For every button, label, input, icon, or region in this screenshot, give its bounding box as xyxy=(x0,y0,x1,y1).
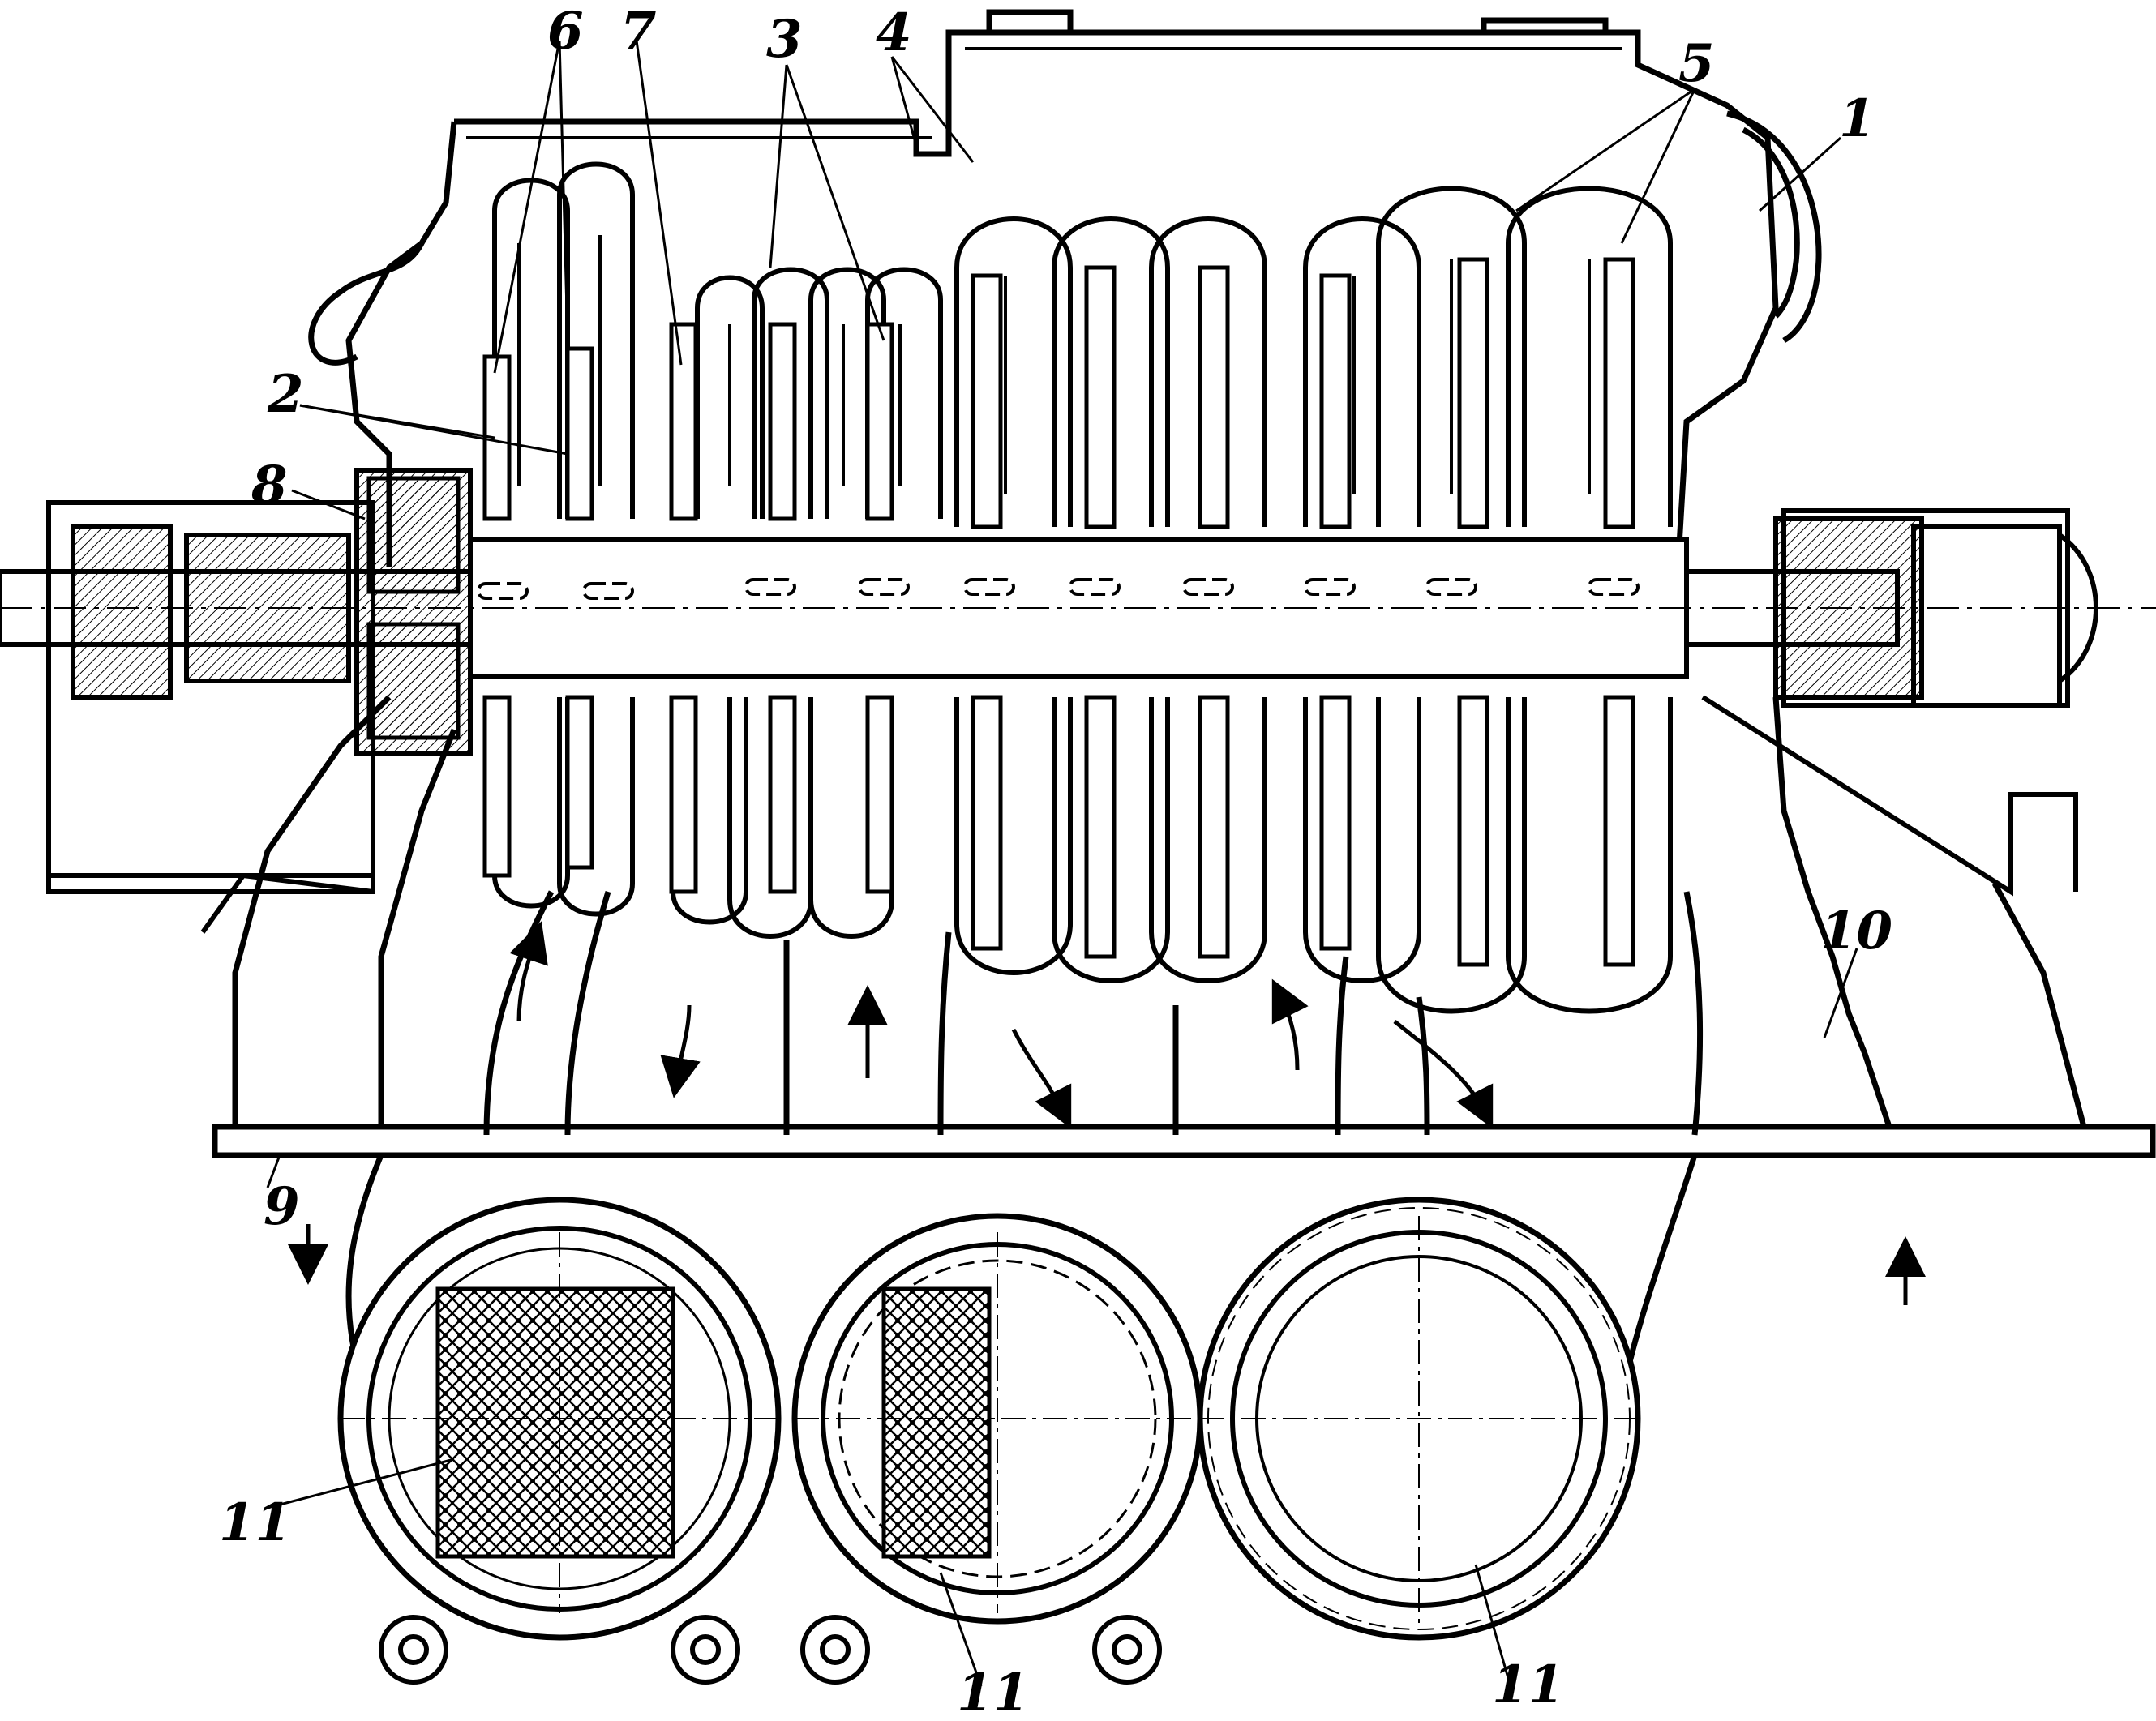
lower-diffusers xyxy=(492,697,1673,1014)
intercooler-2 xyxy=(791,1213,1203,1625)
seal-8 xyxy=(366,476,461,740)
callout-9: 9 xyxy=(264,1176,300,1237)
upper-casing xyxy=(308,9,1822,567)
support-flanges xyxy=(379,1615,1162,1685)
callout-7: 7 xyxy=(620,1,657,62)
callout-1: 1 xyxy=(1839,88,1875,149)
callout-11-middle: 11 xyxy=(957,1663,1029,1721)
upper-impeller-blades xyxy=(482,257,1635,529)
callout-5: 5 xyxy=(1678,33,1715,94)
callout-8: 8 xyxy=(251,455,288,516)
rotor-shaft xyxy=(0,537,2156,679)
callout-labels: 1 2 3 4 5 6 7 8 9 10 11 11 11 xyxy=(219,1,1892,1721)
callout-2: 2 xyxy=(267,364,304,425)
lower-casing xyxy=(212,695,2156,1363)
callout-11-left: 11 xyxy=(219,1492,291,1553)
intercooler-1 xyxy=(337,1197,782,1641)
right-bearing-housing xyxy=(1701,508,2098,897)
callout-10: 10 xyxy=(1820,901,1892,961)
callout-11-right: 11 xyxy=(1492,1655,1564,1715)
leader-lines xyxy=(266,40,1858,1687)
lower-impeller-blades xyxy=(482,695,1635,967)
callout-6: 6 xyxy=(547,1,584,62)
callout-4: 4 xyxy=(876,2,912,63)
flow-arrows xyxy=(288,921,1926,1305)
intercooler-3 xyxy=(1197,1197,1641,1641)
callout-3: 3 xyxy=(766,9,803,70)
